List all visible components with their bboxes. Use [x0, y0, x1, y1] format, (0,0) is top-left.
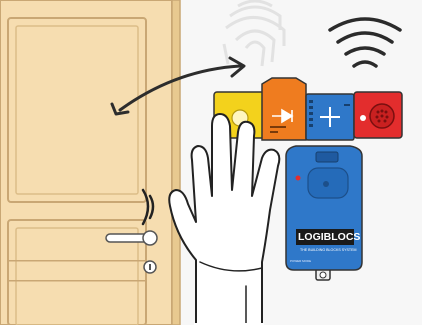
battery-small-label: POWER MODE — [290, 259, 311, 263]
red-sensor-module — [354, 92, 402, 138]
door — [0, 0, 180, 325]
blue-switch-module — [306, 94, 354, 140]
brand-logo-text: LOGIBLOCS — [298, 231, 360, 243]
battery-module: LOGIBLOCS THE BUILDING BLOCKS SYSTEM POW… — [286, 146, 362, 280]
brand-tagline: THE BUILDING BLOCKS SYSTEM — [300, 248, 357, 252]
orange-module — [262, 78, 306, 140]
